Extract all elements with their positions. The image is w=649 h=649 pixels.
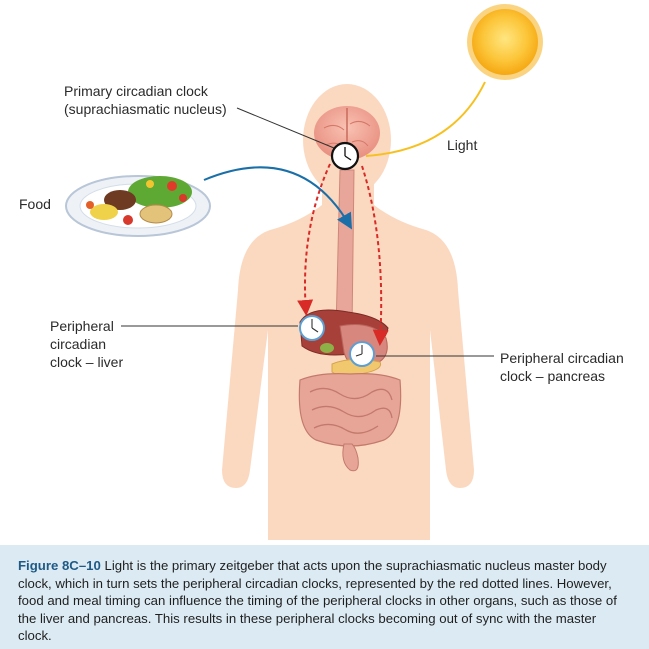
- primary-clock-label-line1: Primary circadian clock: [64, 83, 208, 99]
- caption-label: Figure 8C–10: [18, 558, 101, 573]
- food-label: Food: [19, 196, 51, 212]
- caption-body: Light is the primary zeitgeber that acts…: [18, 558, 617, 643]
- leader-primary-clock: [236, 107, 335, 149]
- peripheral-pancreas-label: Peripheral circadian clock – pancreas: [500, 349, 624, 385]
- light-arrow: [365, 81, 486, 157]
- signal-to-pancreas: [361, 165, 389, 346]
- peripheral-liver-label-line1: Peripheral: [50, 318, 114, 334]
- gallbladder: [320, 343, 334, 353]
- peripheral-pancreas-label-line1: Peripheral circadian: [500, 350, 624, 366]
- signal-to-liver: [297, 163, 331, 316]
- peripheral-liver-label: Peripheral circadian clock – liver: [50, 317, 123, 371]
- caption-paragraph: Figure 8C–10 Light is the primary zeitge…: [18, 557, 631, 645]
- peripheral-liver-label-line3: clock – liver: [50, 354, 124, 370]
- primary-clock-label: Primary circadian clock (suprachiasmatic…: [64, 82, 227, 118]
- light-label: Light: [447, 137, 478, 153]
- food-plate: [65, 175, 211, 237]
- peripheral-pancreas-label-line2: clock – pancreas: [500, 368, 606, 384]
- food-arrow: [203, 166, 353, 230]
- primary-clock-icon: [330, 141, 360, 171]
- sun: [467, 4, 543, 80]
- peripheral-liver-label-line2: circadian: [50, 336, 107, 352]
- circadian-diagram: [65, 4, 543, 540]
- pancreas-clock-icon: [349, 341, 375, 367]
- primary-clock-label-line2: (suprachiasmatic nucleus): [64, 101, 227, 117]
- intestines: [298, 373, 402, 472]
- figure-caption: Figure 8C–10 Light is the primary zeitge…: [0, 545, 649, 649]
- liver-clock-icon: [299, 315, 325, 341]
